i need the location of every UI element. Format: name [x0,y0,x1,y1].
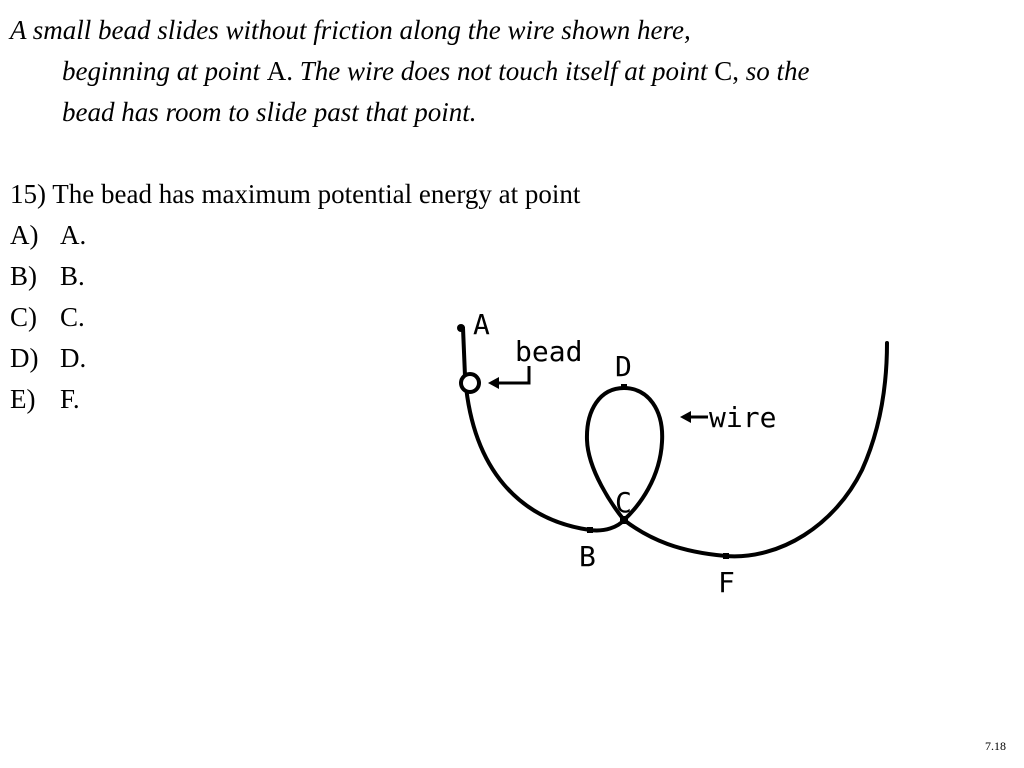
choice-d[interactable]: D) D. [10,338,86,379]
intro-text-1: A small bead slides without friction alo… [10,15,691,45]
point-b-marker [587,527,593,533]
intro-line-3: bead has room to slide past that point. [10,92,1010,133]
wire-diagram: A bead D wire C B F [457,308,889,599]
label-d: D [615,350,632,383]
choice-a[interactable]: A) A. [10,215,86,256]
choice-c-letter: C) [10,302,37,332]
choice-b-text: B. [60,261,85,291]
label-f: F [718,566,735,599]
label-wire: wire [709,401,776,434]
slide-number: 7.18 [985,739,1006,753]
choice-b[interactable]: B) B. [10,256,86,297]
wire-arrowhead [680,411,691,423]
point-d-marker [621,384,627,390]
intro-text-2e: so the [739,56,810,86]
label-b: B [579,540,596,573]
bead-arrow [496,366,531,385]
label-c: C [615,486,632,519]
label-a: A [473,308,490,341]
bead-icon [459,372,481,394]
choice-c-text: C. [60,302,85,332]
choice-a-letter: A) [10,220,39,250]
choice-d-letter: D) [10,343,39,373]
question-text: 15) The bead has maximum potential energ… [10,179,581,209]
intro-text-2a: beginning at point [62,56,267,86]
intro-line-1: A small bead slides without friction alo… [10,10,1010,51]
intro-text-2c: The wire does not touch itself at point [293,56,715,86]
choice-e[interactable]: E) F. [10,379,86,420]
intro-point-a: A. [266,56,293,86]
choice-e-text: F. [60,384,80,414]
choice-c[interactable]: C) C. [10,297,86,338]
choice-b-letter: B) [10,261,37,291]
label-bead: bead [515,335,582,368]
point-c-marker [620,516,628,524]
choice-d-text: D. [60,343,87,373]
problem-statement: A small bead slides without friction alo… [10,10,1010,133]
point-a-marker [457,324,465,332]
choice-a-text: A. [60,220,87,250]
answer-choices: A) A. B) B. C) C. D) D. E) F. [10,215,86,420]
bead-arrowhead [488,377,499,389]
intro-line-2: beginning at point A. The wire does not … [10,51,1010,92]
intro-point-c: C, [714,56,739,86]
point-f-marker [723,553,729,559]
choice-e-letter: E) [10,384,36,414]
intro-text-3: bead has room to slide past that point. [62,97,477,127]
